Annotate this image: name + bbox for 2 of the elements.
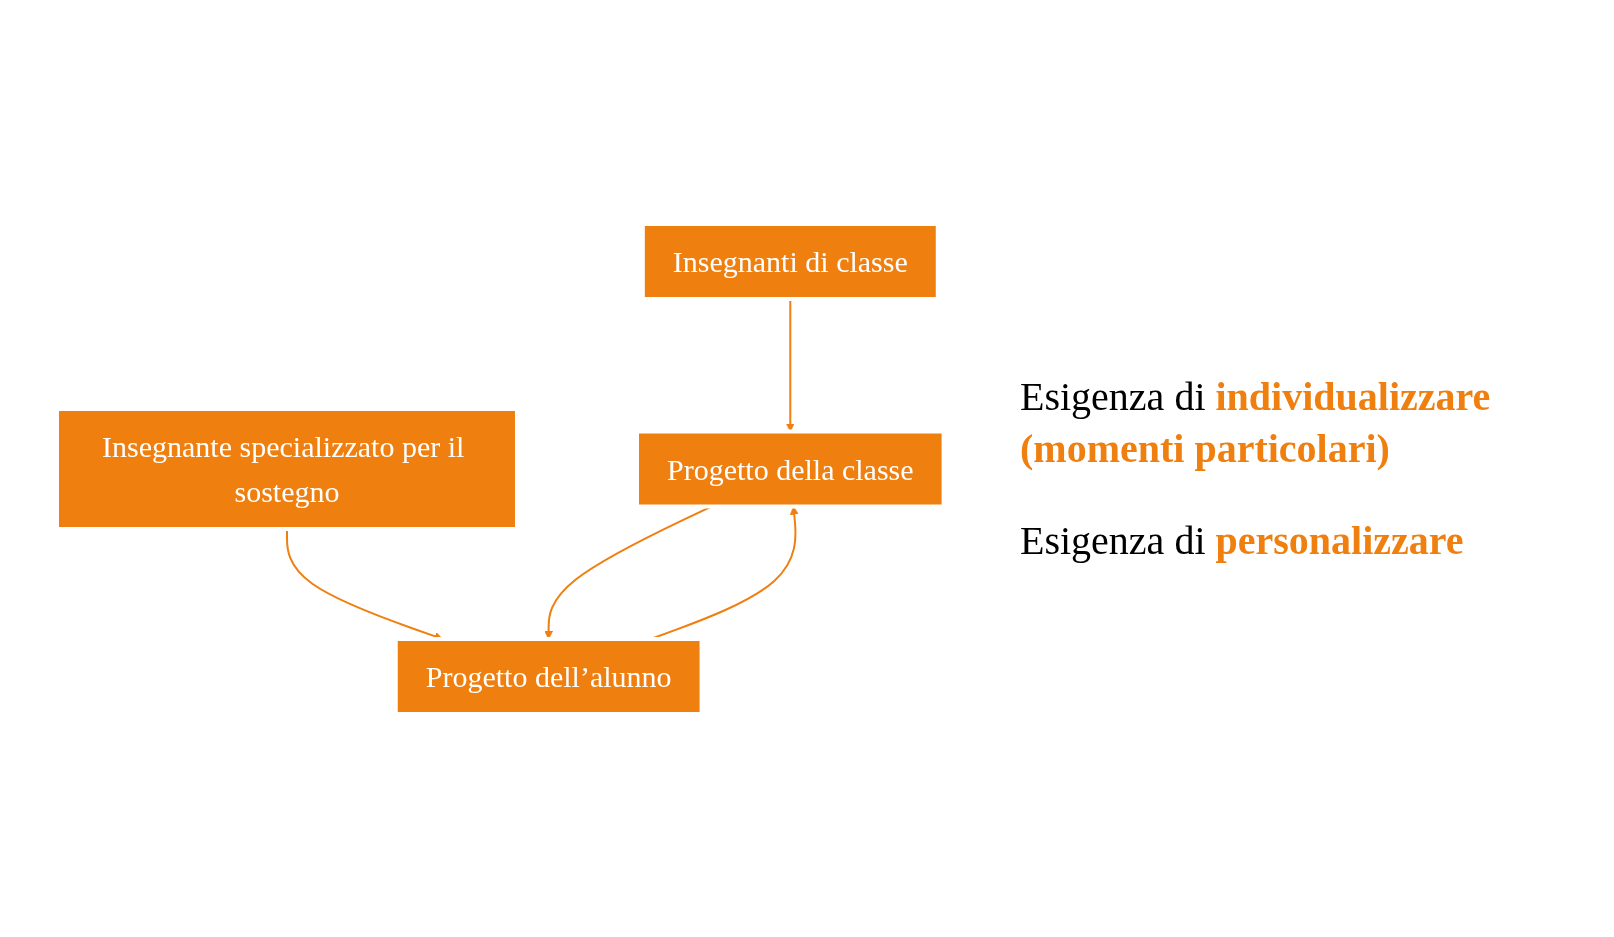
note-text: Esigenza di individualizzare (momenti particolari) <box>1020 372 1492 473</box>
note-text: Esigenza di personalizzare <box>1020 516 1465 565</box>
